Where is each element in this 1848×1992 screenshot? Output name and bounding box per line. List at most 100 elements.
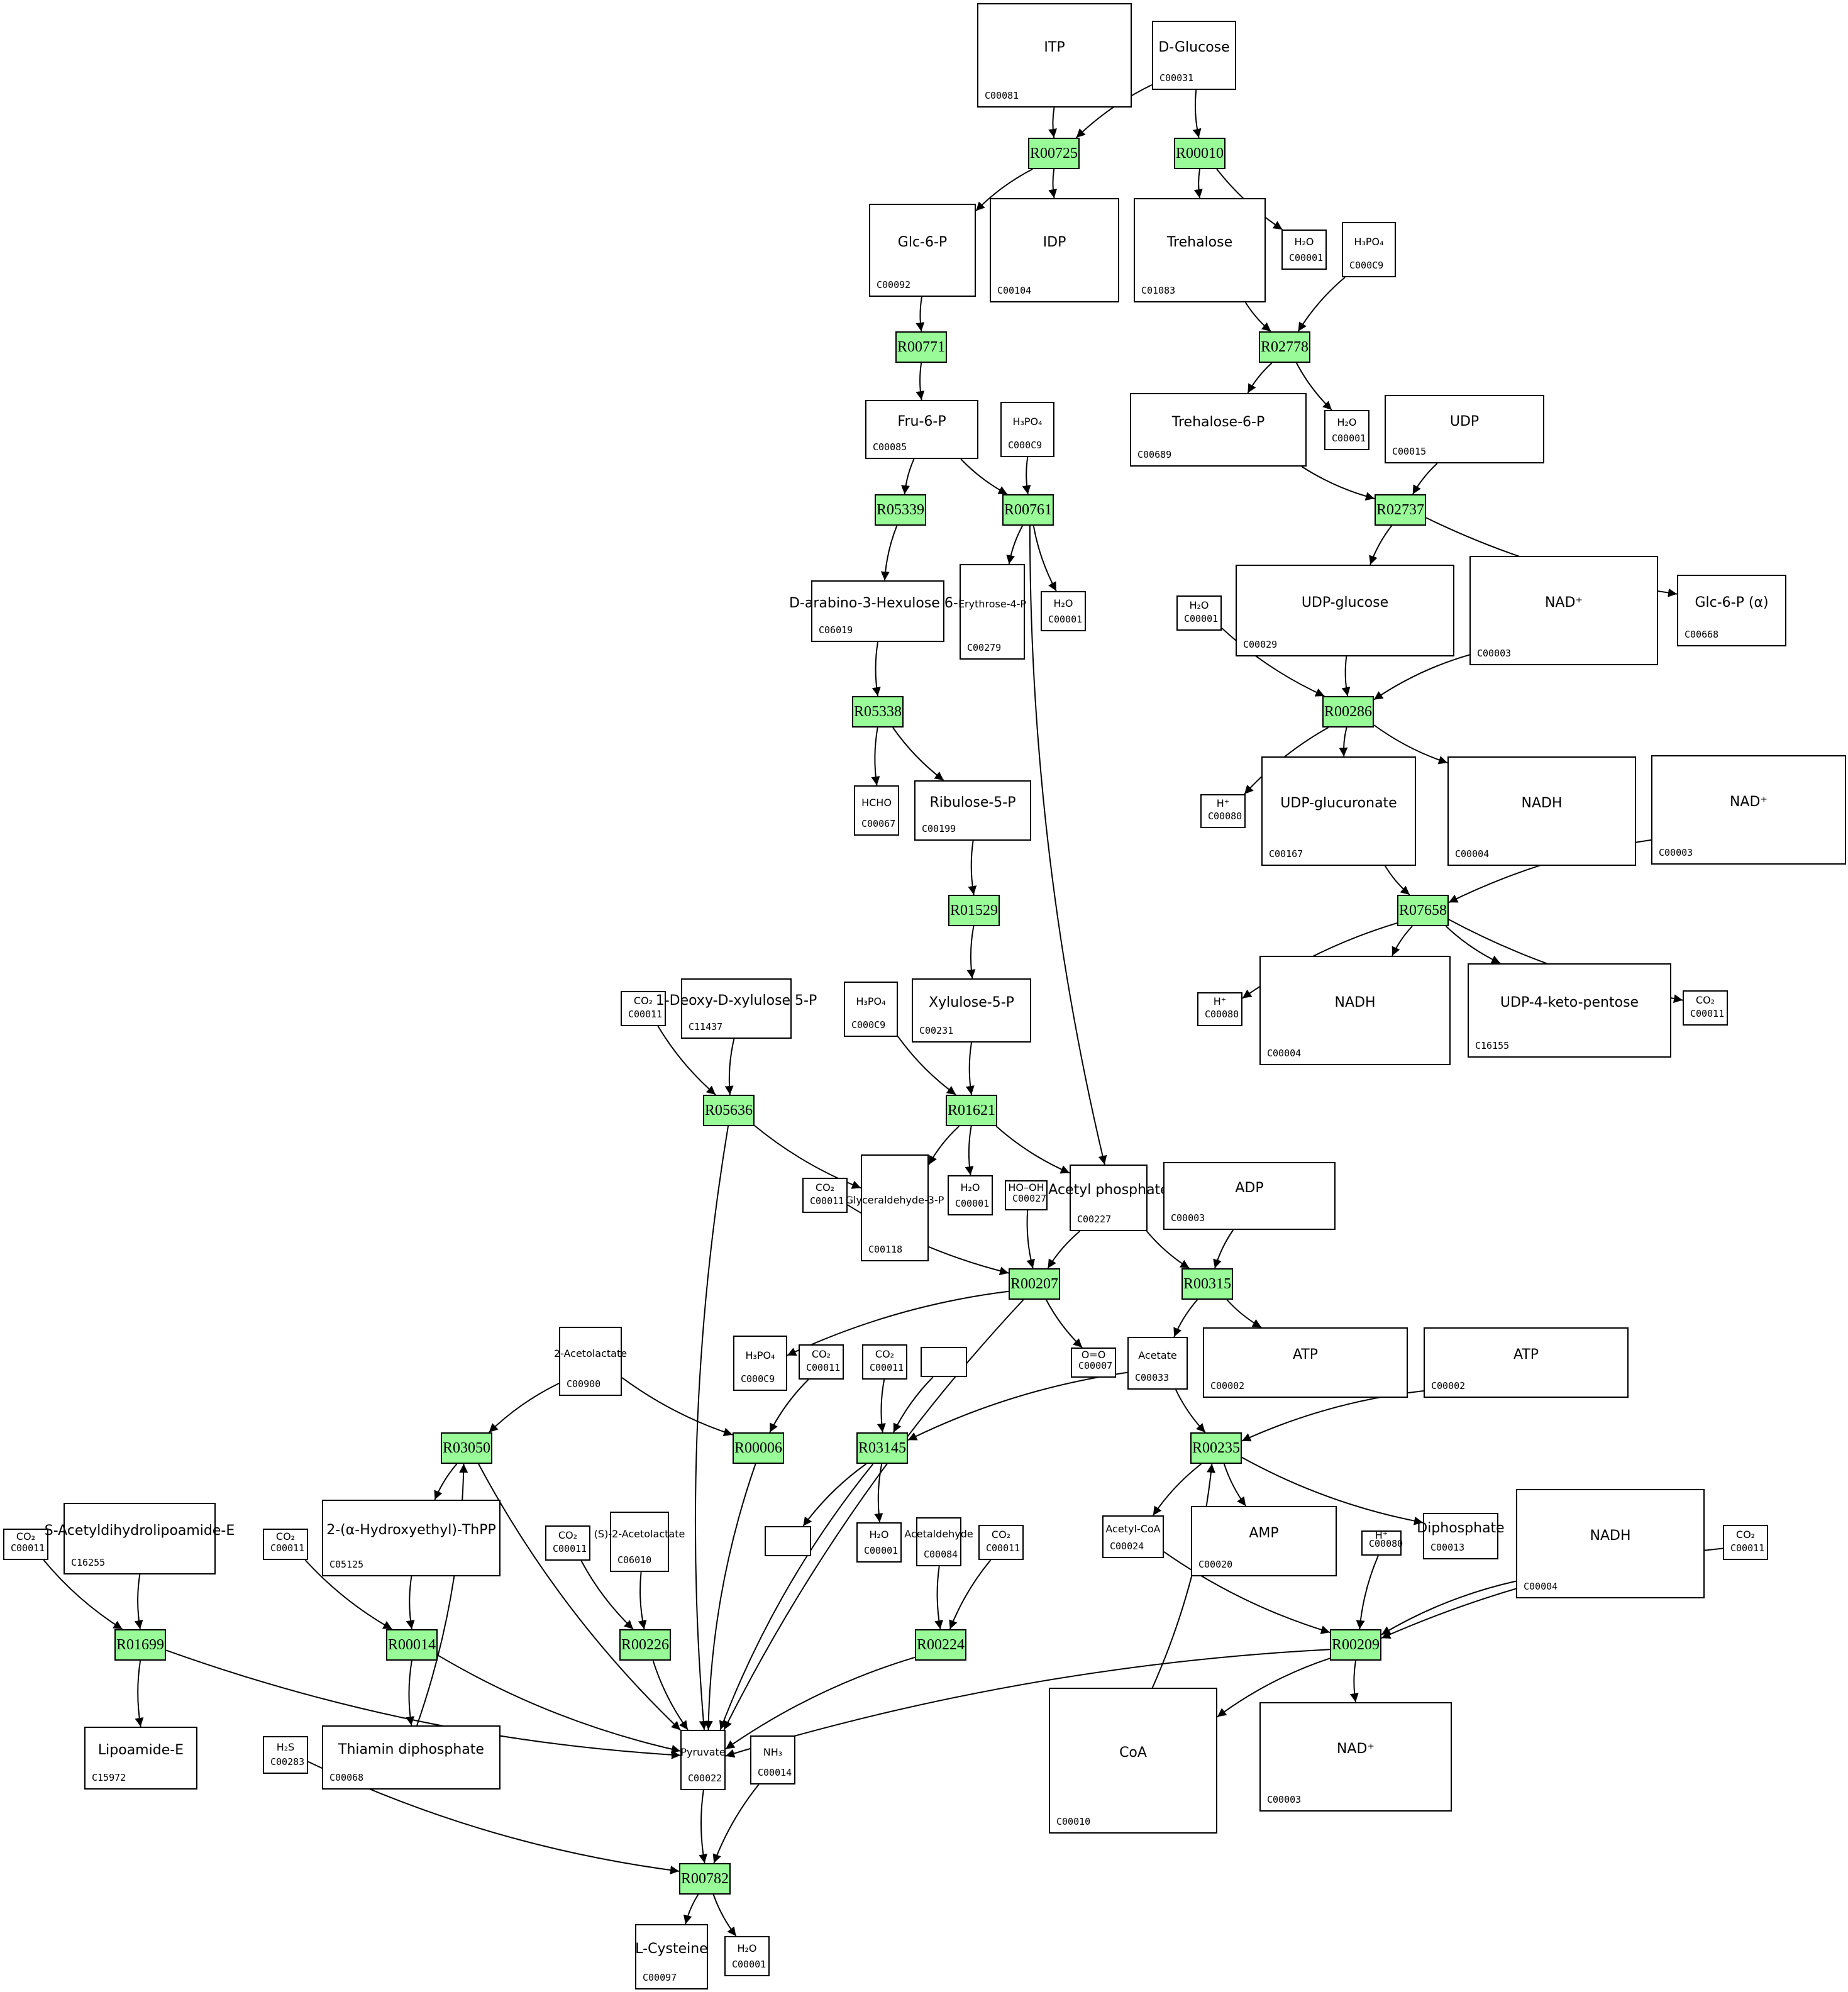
reaction-node-r01621[interactable]: R01621 [946, 1095, 997, 1126]
reaction-node-r00010[interactable]: R00010 [1174, 138, 1226, 169]
reaction-node-r00014[interactable]: R00014 [386, 1629, 438, 1661]
reaction-node-r00224[interactable]: R00224 [915, 1629, 966, 1661]
compound-node-c00080[interactable]: H⁺C00080 [1361, 1529, 1403, 1556]
reaction-node-r01529[interactable]: R01529 [948, 895, 1000, 926]
compound-node-blank[interactable] [765, 1526, 811, 1556]
reaction-node-r00006[interactable]: R00006 [733, 1432, 784, 1464]
reaction-node-r02737[interactable]: R02737 [1375, 494, 1426, 526]
compound-node-blank[interactable] [921, 1347, 967, 1377]
compound-structure: H₂O [1294, 235, 1314, 248]
reaction-node-r02778[interactable]: R02778 [1259, 331, 1310, 363]
compound-node-c00668[interactable]: Glc-6-P (α)C00668 [1677, 575, 1786, 646]
reaction-node-r00286[interactable]: R00286 [1322, 696, 1374, 728]
reaction-node-r05636[interactable]: R05636 [703, 1095, 755, 1126]
reaction-node-r00725[interactable]: R00725 [1028, 138, 1080, 169]
reaction-node-r01699[interactable]: R01699 [114, 1629, 166, 1661]
compound-node-c00003[interactable]: NAD⁺C00003 [1651, 755, 1846, 865]
reaction-node-r00207[interactable]: R00207 [1009, 1268, 1060, 1300]
reaction-node-r00226[interactable]: R00226 [619, 1629, 671, 1661]
compound-id-label: C00080 [1208, 811, 1242, 822]
reaction-node-r03050[interactable]: R03050 [441, 1432, 492, 1464]
reaction-node-r07658[interactable]: R07658 [1397, 895, 1449, 926]
reaction-node-r00771[interactable]: R00771 [895, 331, 947, 363]
reaction-node-r05339[interactable]: R05339 [875, 494, 926, 526]
reaction-node-r03145[interactable]: R03145 [856, 1432, 908, 1464]
reaction-node-r00315[interactable]: R00315 [1181, 1268, 1233, 1300]
reaction-node-r00235[interactable]: R00235 [1190, 1432, 1242, 1464]
reaction-node-r05338[interactable]: R05338 [852, 696, 904, 728]
compound-node-c00080[interactable]: H⁺C00080 [1197, 992, 1242, 1026]
compound-node-c00003[interactable]: NAD⁺C00003 [1259, 1702, 1452, 1812]
reaction-node-r00209[interactable]: R00209 [1330, 1629, 1381, 1661]
compound-node-c00003[interactable]: NAD⁺C00003 [1469, 556, 1658, 665]
reaction-node-r00761[interactable]: R00761 [1002, 494, 1054, 526]
reaction-node-r00782[interactable]: R00782 [679, 1863, 731, 1895]
compound-node-c00080[interactable]: H⁺C00080 [1200, 794, 1246, 828]
